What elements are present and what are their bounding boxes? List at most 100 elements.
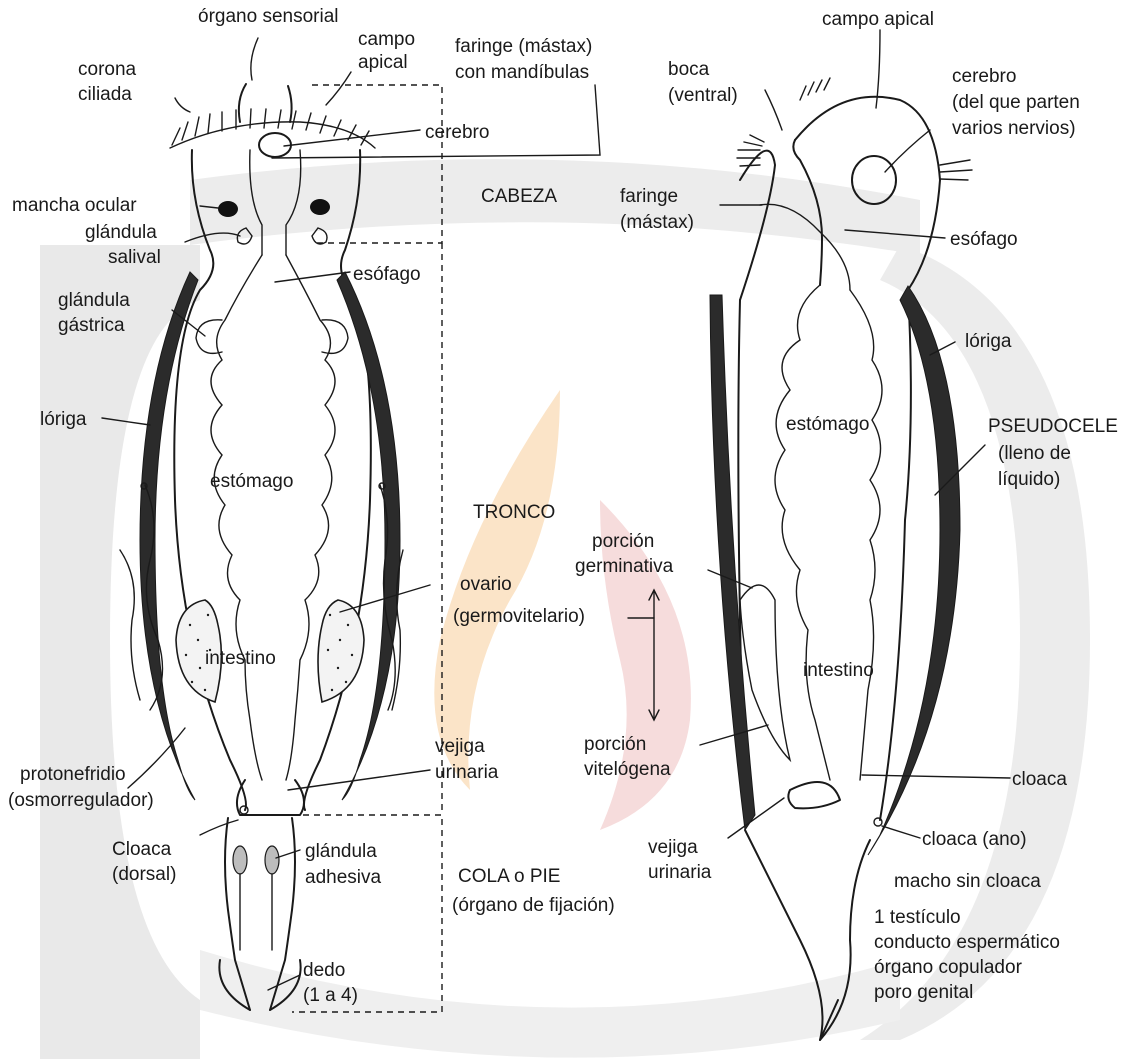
leader-boca [765,90,782,130]
leader-vejiga-right [728,798,784,838]
lorica-ventral [710,295,755,830]
leader-cloaca-right [862,775,1010,778]
label-vejiga-1: vejiga [435,736,485,757]
label-faringe-right-2: (mástax) [620,212,694,233]
gastric-gland-right [322,320,348,354]
label-mancha-ocular: mancha ocular [12,195,137,216]
anus-lateral [874,818,882,826]
leader-vejiga-left [288,770,430,790]
cilia-tuft-apex [800,78,830,100]
sensory-spike-right [288,86,292,122]
label-corona-1: corona [78,59,137,80]
label-macho-3: órgano copulador [874,957,1023,978]
cilia-tuft-dorsal [940,160,972,180]
brain [259,133,291,157]
label-cola-2: (órgano de fijación) [452,895,615,916]
label-estomago-left: estómago [210,471,293,492]
leader-glandula-adhesiva [276,850,300,858]
leader-cloaca-left [200,820,238,835]
label-cerebro-right-3: varios nervios) [952,118,1076,139]
adhesive-gland-right [265,846,279,874]
label-cloaca-1: Cloaca [112,839,172,860]
label-esofago-right: esófago [950,229,1018,250]
label-ovario-1: ovario [460,574,512,595]
bladder-lateral [788,782,840,808]
label-porcion-vit-2: vitelógena [584,759,671,780]
label-protonefridio-2: (osmorregulador) [8,790,154,811]
label-pseudocele-3: líquido) [998,469,1060,490]
label-cerebro: cerebro [425,122,489,143]
sensory-spike-left [239,84,246,122]
label-pseudocele-2: (lleno de [998,443,1071,464]
stomach-lateral-right [850,290,882,780]
gastric-gland-left [196,320,222,354]
label-cerebro-right-2: (del que parten [952,92,1080,113]
label-vejiga-2: urinaria [435,762,499,783]
adhesive-ducts [240,874,272,950]
lorica-dorsal [868,286,960,855]
leader-campo-apical [326,72,351,105]
label-dedo-2: (1 a 4) [303,985,358,1006]
label-vejiga-right-2: urinaria [648,862,712,883]
label-vejiga-right-1: vejiga [648,837,698,858]
corona-cilia [170,109,375,148]
leader-organo-sensorial [251,38,258,80]
label-macho-2: conducto espermático [874,932,1060,953]
stomach-left [211,255,262,780]
label-glandula-gastrica-1: glándula [58,290,130,311]
eye-spot-left [218,201,238,217]
label-cloaca-ano: cloaca (ano) [922,829,1027,850]
label-intestino-left: intestino [205,648,276,669]
label-campo-apical-right: campo apical [822,9,934,30]
label-campo-apical-1: campo [358,29,415,50]
label-macho: macho sin cloaca [894,871,1041,892]
label-boca-2: (ventral) [668,85,738,106]
body-dorsal-outline [880,290,911,820]
stomach-right [286,255,335,780]
label-macho-1: 1 testículo [874,907,961,928]
label-macho-4: poro genital [874,982,973,1003]
stomach-lateral-left [775,285,830,780]
label-glandula-salival-1: glándula [85,222,157,243]
cilia-tuft-mouth [737,135,764,166]
label-cloaca-right: cloaca [1012,769,1067,790]
body-outline-right [304,150,371,810]
label-glandula-salival-2: salival [108,247,161,268]
label-intestino-right: intestino [803,660,874,681]
label-estomago-right: estómago [786,414,869,435]
label-porcion-vit-1: porción [584,734,646,755]
watermark-top-band [190,159,920,255]
label-organo-sensorial: órgano sensorial [198,6,338,27]
label-faringe-right-1: faringe [620,186,678,207]
label-glandula-adhesiva-2: adhesiva [305,867,381,888]
label-faringe-1: faringe (mástax) [455,36,592,57]
label-faringe-2: con mandíbulas [455,62,589,83]
label-loriga-right: lóriga [965,331,1012,352]
bladder [237,780,304,815]
leader-cloaca-ano [882,826,920,838]
label-tronco: TRONCO [473,502,555,523]
watermark-left-c [40,245,200,1059]
label-corona-2: ciliada [78,84,132,105]
label-cola-1: COLA o PIE [458,866,560,887]
ovary-right [318,600,364,702]
label-cloaca-2: (dorsal) [112,864,176,885]
label-porcion-germ-1: porción [592,531,654,552]
label-ovario-2: (germovitelario) [453,606,585,627]
leader-cerebro-right [885,130,930,172]
leader-corona [175,98,190,112]
label-pseudocele-1: PSEUDOCELE [988,416,1118,437]
label-loriga-left: lóriga [40,409,87,430]
label-cerebro-right-1: cerebro [952,66,1016,87]
eye-spot-right [310,199,330,215]
label-glandula-adhesiva-1: glándula [305,841,377,862]
label-campo-apical-2: apical [358,52,408,73]
label-porcion-germ-2: germinativa [575,556,674,577]
label-protonefridio-1: protonefridio [20,764,126,785]
label-dedo-1: dedo [303,960,345,981]
adhesive-gland-left [233,846,247,874]
label-glandula-gastrica-2: gástrica [58,315,125,336]
label-esofago-left: esófago [353,264,421,285]
label-boca-1: boca [668,59,710,80]
